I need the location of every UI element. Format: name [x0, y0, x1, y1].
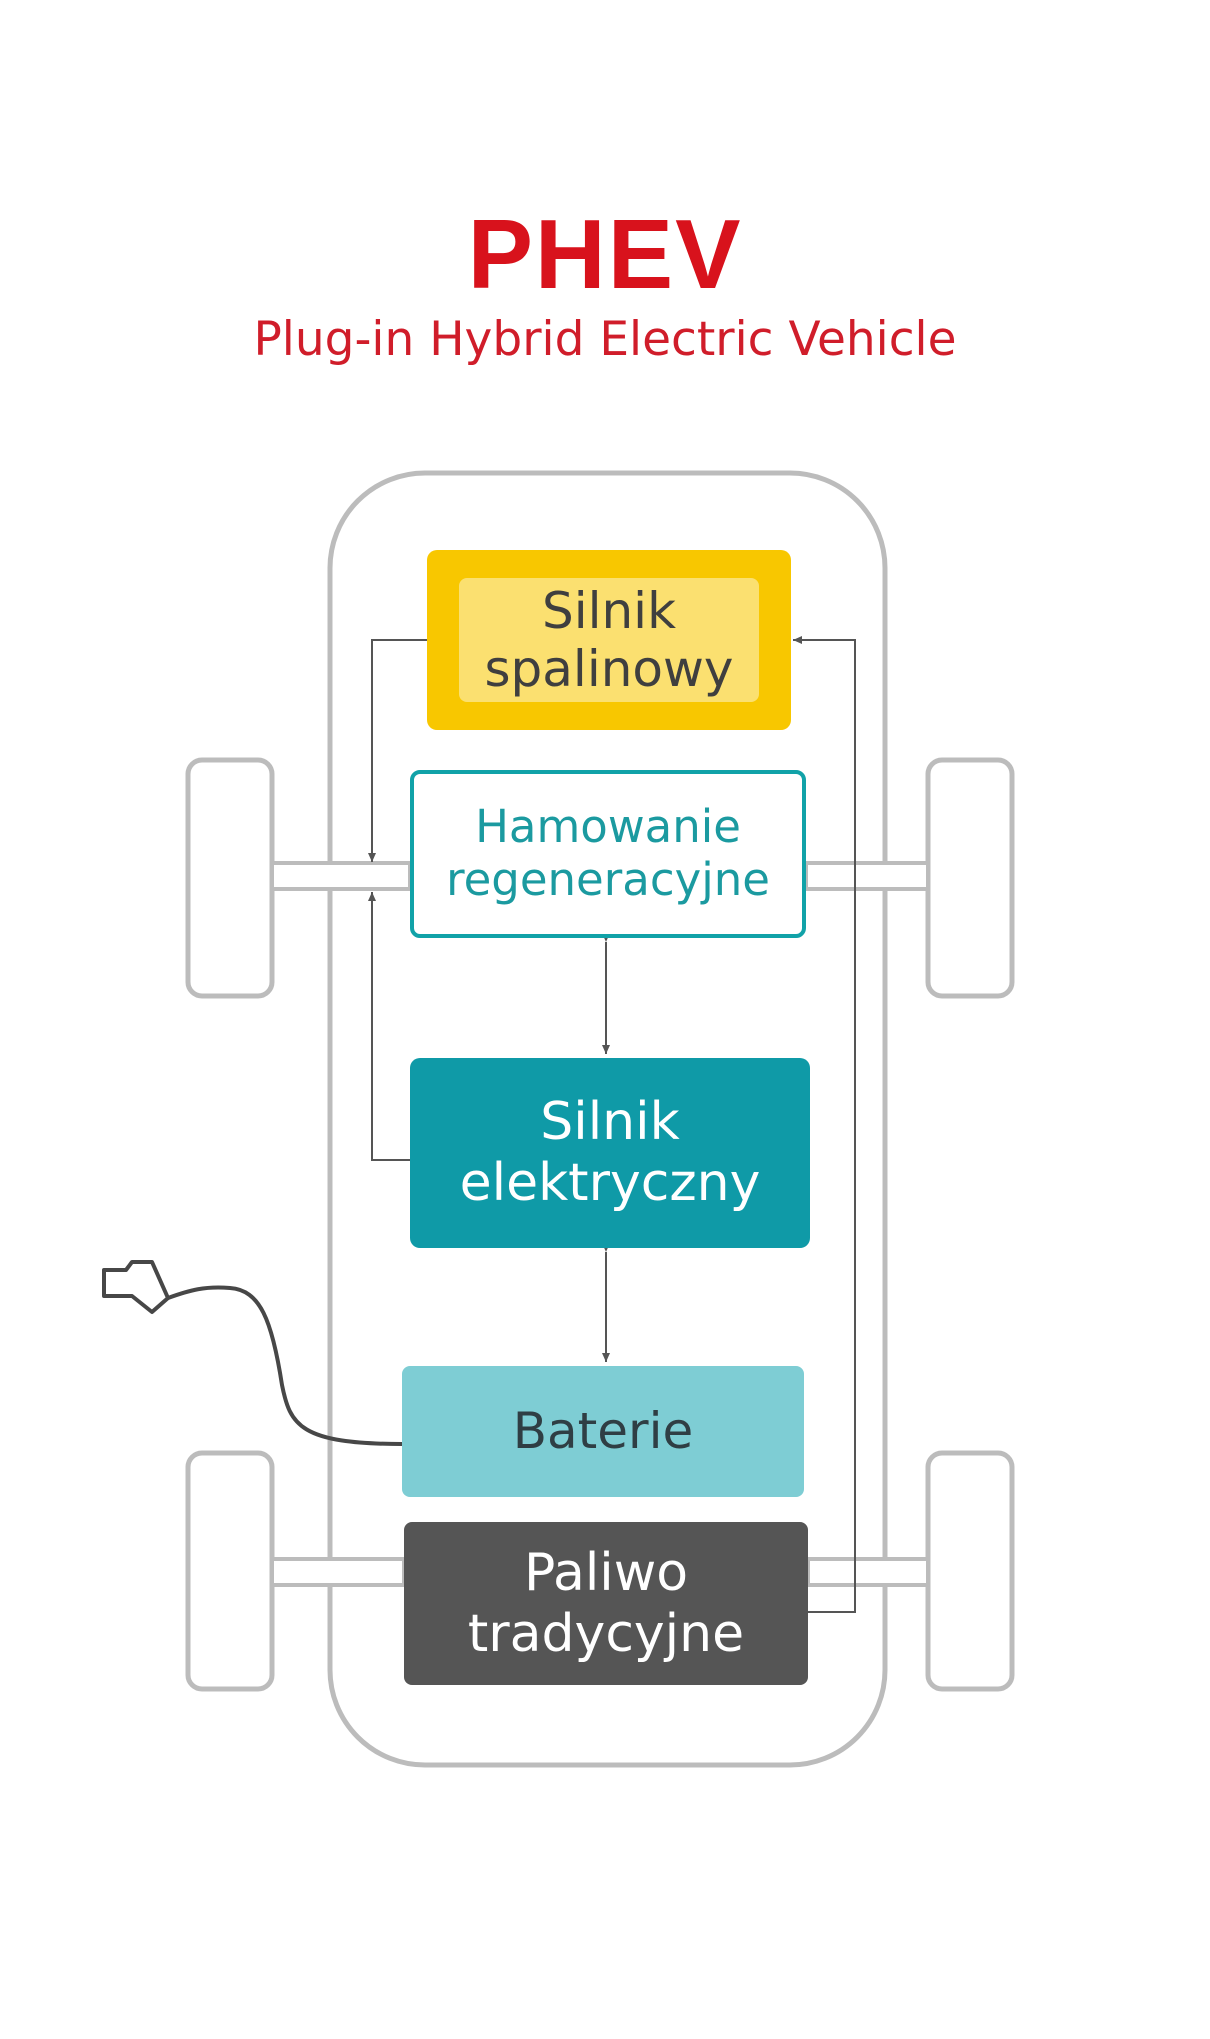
- plug-connector: [102, 1260, 170, 1314]
- combustion-engine-label-line2: spalinowy: [484, 640, 734, 698]
- combustion-engine-label-line1: Silnik: [541, 581, 677, 640]
- rear-axle: [185, 1450, 1015, 1692]
- rear-axle-right-bar: [806, 1557, 930, 1587]
- regenerative-braking-label-line2: regeneracyjne: [446, 853, 770, 906]
- regenerative-braking-label-line1: Hamowanie: [475, 800, 741, 854]
- rear-left-wheel: [185, 1450, 275, 1692]
- front-right-wheel: [925, 757, 1015, 999]
- electric-motor-label-line2: elektryczny: [459, 1153, 761, 1213]
- combustion-engine-box: Silnik spalinowy: [427, 550, 791, 730]
- engine-to-regen-arrow: [368, 639, 427, 862]
- fuel-to-engine-arrow: [793, 636, 856, 1613]
- electric-motor-label-line1: Silnik: [540, 1092, 680, 1153]
- battery-label: Baterie: [512, 1402, 694, 1461]
- car-body-outline: [327, 470, 888, 1768]
- front-axle-left-bar: [270, 861, 412, 891]
- regenerative-braking-box: Hamowanie regeneracyjne: [410, 770, 806, 938]
- page-title: PHEV: [467, 199, 743, 309]
- battery-box: Baterie: [402, 1366, 804, 1497]
- page-subtitle: Plug-in Hybrid Electric Vehicle: [253, 312, 957, 367]
- electric-to-regen-arrow: [368, 892, 410, 1161]
- fuel-label-line1: Paliwo: [523, 1542, 689, 1603]
- fuel-box: Paliwo tradycyjne: [404, 1522, 808, 1685]
- front-left-wheel: [185, 757, 275, 999]
- combustion-engine-inner: Silnik spalinowy: [459, 578, 759, 702]
- charging-plug-icon: [102, 1260, 403, 1446]
- rear-axle-left-bar: [270, 1557, 406, 1587]
- rear-right-wheel: [925, 1450, 1015, 1692]
- charging-cable: [167, 1285, 403, 1446]
- fuel-label-line2: tradycyjne: [467, 1603, 745, 1664]
- front-axle: [185, 757, 1015, 999]
- electric-motor-box: Silnik elektryczny: [410, 1058, 810, 1248]
- front-axle-right-bar: [804, 861, 930, 891]
